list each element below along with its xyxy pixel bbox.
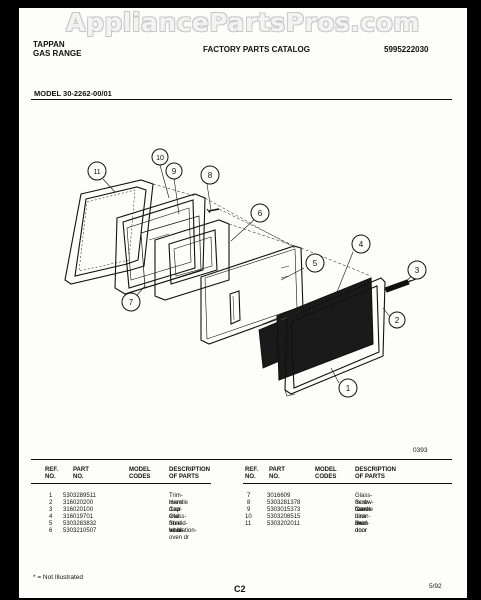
table-top-rule [31, 459, 452, 460]
callout-8: 8 [200, 165, 220, 185]
header-rule [31, 99, 452, 100]
ref-column-left: REF. NO. [45, 467, 59, 480]
brand-label: TAPPAN [33, 40, 65, 49]
desc-column-left: DESCRIPTION OF PARTS [169, 467, 211, 480]
callout-2: 2 [388, 311, 406, 329]
callout-10: 10 [151, 148, 169, 166]
callout-5: 5 [305, 253, 325, 273]
catalog-number: 5995222030 [384, 45, 429, 54]
callout-5-label: 5 [313, 259, 318, 268]
callout-7-label: 7 [129, 298, 134, 307]
trim-oven-door-part [284, 277, 386, 397]
callout-4: 4 [351, 234, 371, 254]
callout-10-label: 10 [156, 155, 164, 162]
callout-6: 6 [250, 203, 270, 223]
part-column-right: PART NO. [269, 467, 285, 480]
callout-circles: 1 2 3 4 5 6 7 8 9 10 11 [87, 148, 427, 398]
callout-leaders [102, 164, 414, 384]
callout-9: 9 [165, 162, 183, 180]
handle-screw-part [206, 208, 220, 214]
page-number: C2 [234, 584, 246, 594]
callout-1: 1 [338, 378, 358, 398]
model-column-right: MODEL CODES [315, 467, 337, 480]
desc-column-right: DESCRIPTION OF PARTS [355, 467, 397, 480]
callout-11-label: 11 [93, 169, 100, 176]
exploded-door-diagram: 1 2 3 4 5 6 7 8 9 10 11 [64, 148, 427, 398]
revision-date: 5/92 [429, 583, 442, 590]
explode-lines [152, 183, 417, 311]
parts-catalog-page: AppliancePartsPros.com TAPPAN GAS RANGE … [19, 8, 467, 598]
watermark: AppliancePartsPros.com [66, 8, 420, 37]
catalog-title: FACTORY PARTS CATALOG [203, 45, 310, 54]
model-number: MODEL 30-2262-00/01 [34, 89, 112, 98]
cover-door-liner-part [154, 219, 230, 301]
callout-3: 3 [407, 260, 427, 280]
handle-part [384, 278, 417, 293]
ref-column-right: REF. NO. [245, 467, 259, 480]
rear-glass-part [140, 215, 202, 289]
oven-door-liner-part [114, 193, 206, 295]
door-seal-part [64, 179, 154, 285]
callout-3-label: 3 [415, 266, 420, 275]
part-column-left: PART NO. [73, 467, 89, 480]
callout-1-label: 1 [346, 384, 351, 393]
callout-2-label: 2 [395, 316, 400, 325]
callout-11: 11 [87, 161, 107, 181]
product-label: GAS RANGE [33, 49, 82, 58]
not-illustrated-note: * = Not Illustrated [33, 574, 84, 581]
callout-4-label: 4 [359, 240, 364, 249]
callout-6-label: 6 [258, 209, 263, 218]
model-column-left: MODEL CODES [129, 467, 151, 480]
table-header-rule-right [243, 483, 452, 484]
table-header-rule-left [31, 483, 211, 484]
callout-7: 7 [121, 292, 141, 312]
callout-8-label: 8 [208, 171, 213, 180]
figure-code: 0393 [413, 447, 428, 454]
callout-9-label: 9 [172, 167, 177, 176]
